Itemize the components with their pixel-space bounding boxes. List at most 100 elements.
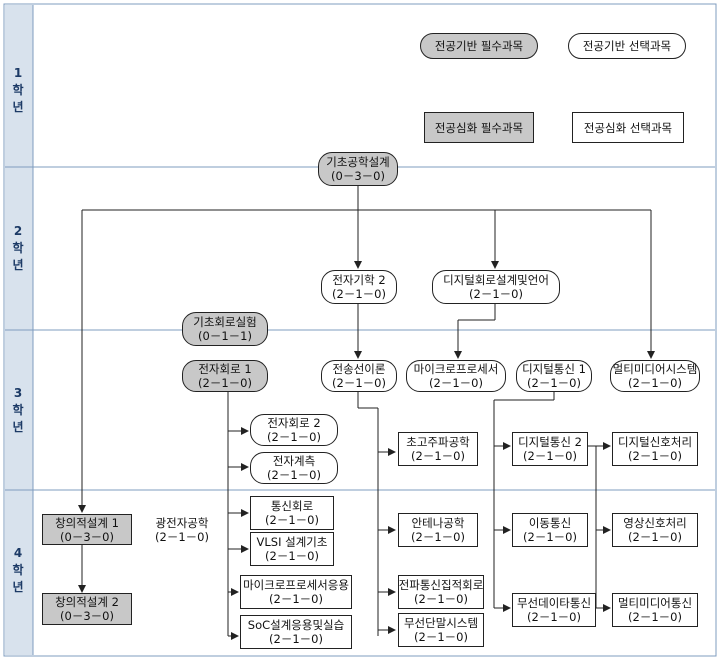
course-name: 안테나공학 xyxy=(411,516,465,530)
course-credits: (2－1－0) xyxy=(523,530,577,544)
course-name: 창의적설계 2 xyxy=(55,595,119,609)
course-name: 전자회로 2 xyxy=(267,416,321,430)
course-name: 전송선이론 xyxy=(332,362,386,376)
course-wireless-data-comm: 무선데이타통신(2－1－0) xyxy=(512,593,596,627)
course-microprocessor-application: 마이크로프로세서응용(2－1－0) xyxy=(240,575,352,609)
course-credits: (2－1－0) xyxy=(269,632,323,646)
course-credits: (2－1－0) xyxy=(332,376,386,390)
course-name: 멀티미디어시스템 xyxy=(612,362,698,376)
course-credits: (2－1－0) xyxy=(411,449,465,463)
course-photonics: 광전자공학(2－1－0) xyxy=(138,514,226,545)
year-3-num: 3 xyxy=(13,385,23,400)
course-electronic-circuit2: 전자회로 2(2－1－0) xyxy=(250,414,338,446)
course-name: 마이크로프로세서응용 xyxy=(243,578,349,592)
course-name: 기초공학설계 xyxy=(326,155,390,169)
year-3-nyeon: 년 xyxy=(12,419,24,434)
course-digital-comm1: 디지털통신 1(2－1－0) xyxy=(516,360,592,392)
legend-advanced-optional: 전공심화 선택과목 xyxy=(572,112,684,143)
course-credits: (0－1－1) xyxy=(198,329,252,343)
course-credits: (0－3－0) xyxy=(60,609,114,623)
course-credits: (2－1－0) xyxy=(414,630,468,644)
course-name: SoC설계응용및실습 xyxy=(247,618,345,632)
course-name: 디지털통신 2 xyxy=(518,435,582,449)
course-name: 마이크로프로세서 xyxy=(413,362,499,376)
course-multimedia-system: 멀티미디어시스템(2－1－0) xyxy=(610,360,700,392)
course-credits: (2－1－0) xyxy=(414,592,468,606)
course-creative-design1: 창의적설계 1(0－3－0) xyxy=(42,514,132,545)
year-1-nyeon: 년 xyxy=(12,99,24,114)
course-basic-design: 기초공학설계(0－3－0) xyxy=(318,152,398,186)
year-label-2: 2 학 년 xyxy=(5,218,31,278)
legend-basic-required: 전공기반 필수과목 xyxy=(420,33,538,59)
course-name: 멀티미디어통신 xyxy=(617,596,693,610)
course-name: 기초회로실험 xyxy=(193,315,257,329)
year-3-hak: 학 xyxy=(12,402,24,417)
course-multimedia-comm: 멀티미디어통신(2－1－0) xyxy=(612,593,698,627)
year-2-num: 2 xyxy=(13,223,23,238)
legend-basic-optional-label: 전공기반 선택과목 xyxy=(582,39,672,53)
course-basic-circuit-lab: 기초회로실험(0－1－1) xyxy=(182,312,268,346)
legend-basic-optional: 전공기반 선택과목 xyxy=(568,33,686,59)
course-vlsi: VLSI 설계기초(2－1－0) xyxy=(250,532,334,566)
course-credits: (2－1－0) xyxy=(469,287,523,301)
year-4-hak: 학 xyxy=(12,562,24,577)
course-credits: (2－1－0) xyxy=(267,468,321,482)
year-label-1: 1 학 년 xyxy=(5,60,31,120)
course-credits: (2－1－0) xyxy=(523,449,577,463)
course-name: VLSI 설계기초 xyxy=(256,535,328,549)
course-creative-design2: 창의적설계 2(0－3－0) xyxy=(42,593,132,625)
year-label-4: 4 학 년 xyxy=(5,540,31,600)
course-credits: (2－1－0) xyxy=(628,530,682,544)
course-credits: (2－1－0) xyxy=(429,376,483,390)
course-name: 전자회로 1 xyxy=(198,362,252,376)
year-2-nyeon: 년 xyxy=(12,257,24,272)
course-transmission-line: 전송선이론(2－1－0) xyxy=(321,360,397,392)
course-name: 무선데이타통신 xyxy=(516,596,592,610)
year-2-hak: 학 xyxy=(12,240,24,255)
course-name: 초고주파공학 xyxy=(406,435,470,449)
course-credits: (0－3－0) xyxy=(60,529,114,544)
course-credits: (2－1－0) xyxy=(265,549,319,563)
course-credits: (2－1－0) xyxy=(155,529,209,544)
course-instrumentation: 전자계측(2－1－0) xyxy=(250,452,338,484)
course-mobile-comm: 이동통신(2－1－0) xyxy=(512,513,588,547)
frame-border xyxy=(3,3,717,657)
course-credits: (2－1－0) xyxy=(628,449,682,463)
course-credits: (2－1－0) xyxy=(527,376,581,390)
course-credits: (0－3－0) xyxy=(331,169,385,183)
course-name: 디지털통신 1 xyxy=(522,362,586,376)
course-digital-logic: 디지털회로설계및언어(2－1－0) xyxy=(432,270,560,304)
course-name: 전자계측 xyxy=(272,454,316,468)
course-name: 통신회로 xyxy=(270,499,314,513)
legend-advanced-required: 전공심화 필수과목 xyxy=(424,112,534,143)
year-4-num: 4 xyxy=(13,545,23,560)
legend-advanced-required-label: 전공심화 필수과목 xyxy=(434,120,524,135)
course-digital-comm2: 디지털통신 2(2－1－0) xyxy=(512,432,588,466)
course-antenna: 안테나공학(2－1－0) xyxy=(398,513,478,547)
course-credits: (2－1－0) xyxy=(198,376,252,390)
course-name: 디지털회로설계및언어 xyxy=(443,273,549,287)
course-name: 영상신호처리 xyxy=(623,516,687,530)
course-credits: (2－1－0) xyxy=(628,376,682,390)
year-1-hak: 학 xyxy=(12,82,24,97)
course-credits: (2－1－0) xyxy=(267,430,321,444)
course-dsp: 디지털신호처리(2－1－0) xyxy=(612,432,698,466)
course-microprocessor: 마이크로프로세서(2－1－0) xyxy=(406,360,506,392)
course-name: 광전자공학 xyxy=(155,515,209,530)
course-image-processing: 영상신호처리(2－1－0) xyxy=(612,513,698,547)
course-name: 무선단말시스템 xyxy=(403,616,479,630)
course-credits: (2－1－0) xyxy=(332,287,386,301)
course-comm-circuit: 통신회로(2－1－0) xyxy=(250,496,334,530)
course-soc-design: SoC설계응용및실습(2－1－0) xyxy=(240,615,352,649)
course-name: 디지털신호처리 xyxy=(617,435,693,449)
course-name: 전자기학 2 xyxy=(332,273,386,287)
course-credits: (2－1－0) xyxy=(269,592,323,606)
course-name: 이동통신 xyxy=(528,516,572,530)
course-rf-ic: 전파통신집적회로(2－1－0) xyxy=(398,575,484,609)
year-label-3: 3 학 년 xyxy=(5,380,31,440)
course-credits: (2－1－0) xyxy=(527,610,581,624)
course-name: 창의적설계 1 xyxy=(55,515,119,530)
legend-advanced-optional-label: 전공심화 선택과목 xyxy=(583,120,673,135)
